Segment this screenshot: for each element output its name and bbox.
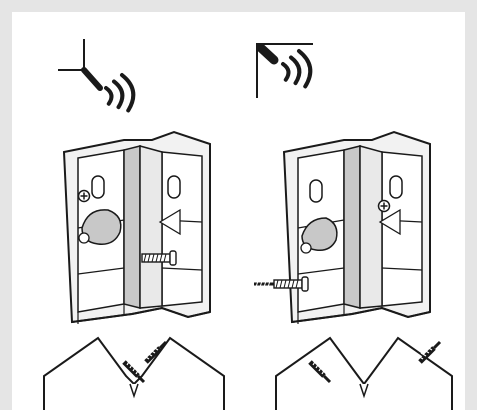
mounting-diagram <box>43 39 453 410</box>
right-mounting-box <box>254 130 431 324</box>
left-mounting-box <box>62 130 211 324</box>
illustration-panel <box>12 12 465 410</box>
outside-corner-sensor-icon <box>256 43 316 98</box>
inside-corner-sensor-icon <box>58 39 139 116</box>
side-screw <box>254 276 309 292</box>
outside-corner-wall-detail <box>275 336 453 410</box>
inside-corner-wall-detail <box>43 336 225 410</box>
